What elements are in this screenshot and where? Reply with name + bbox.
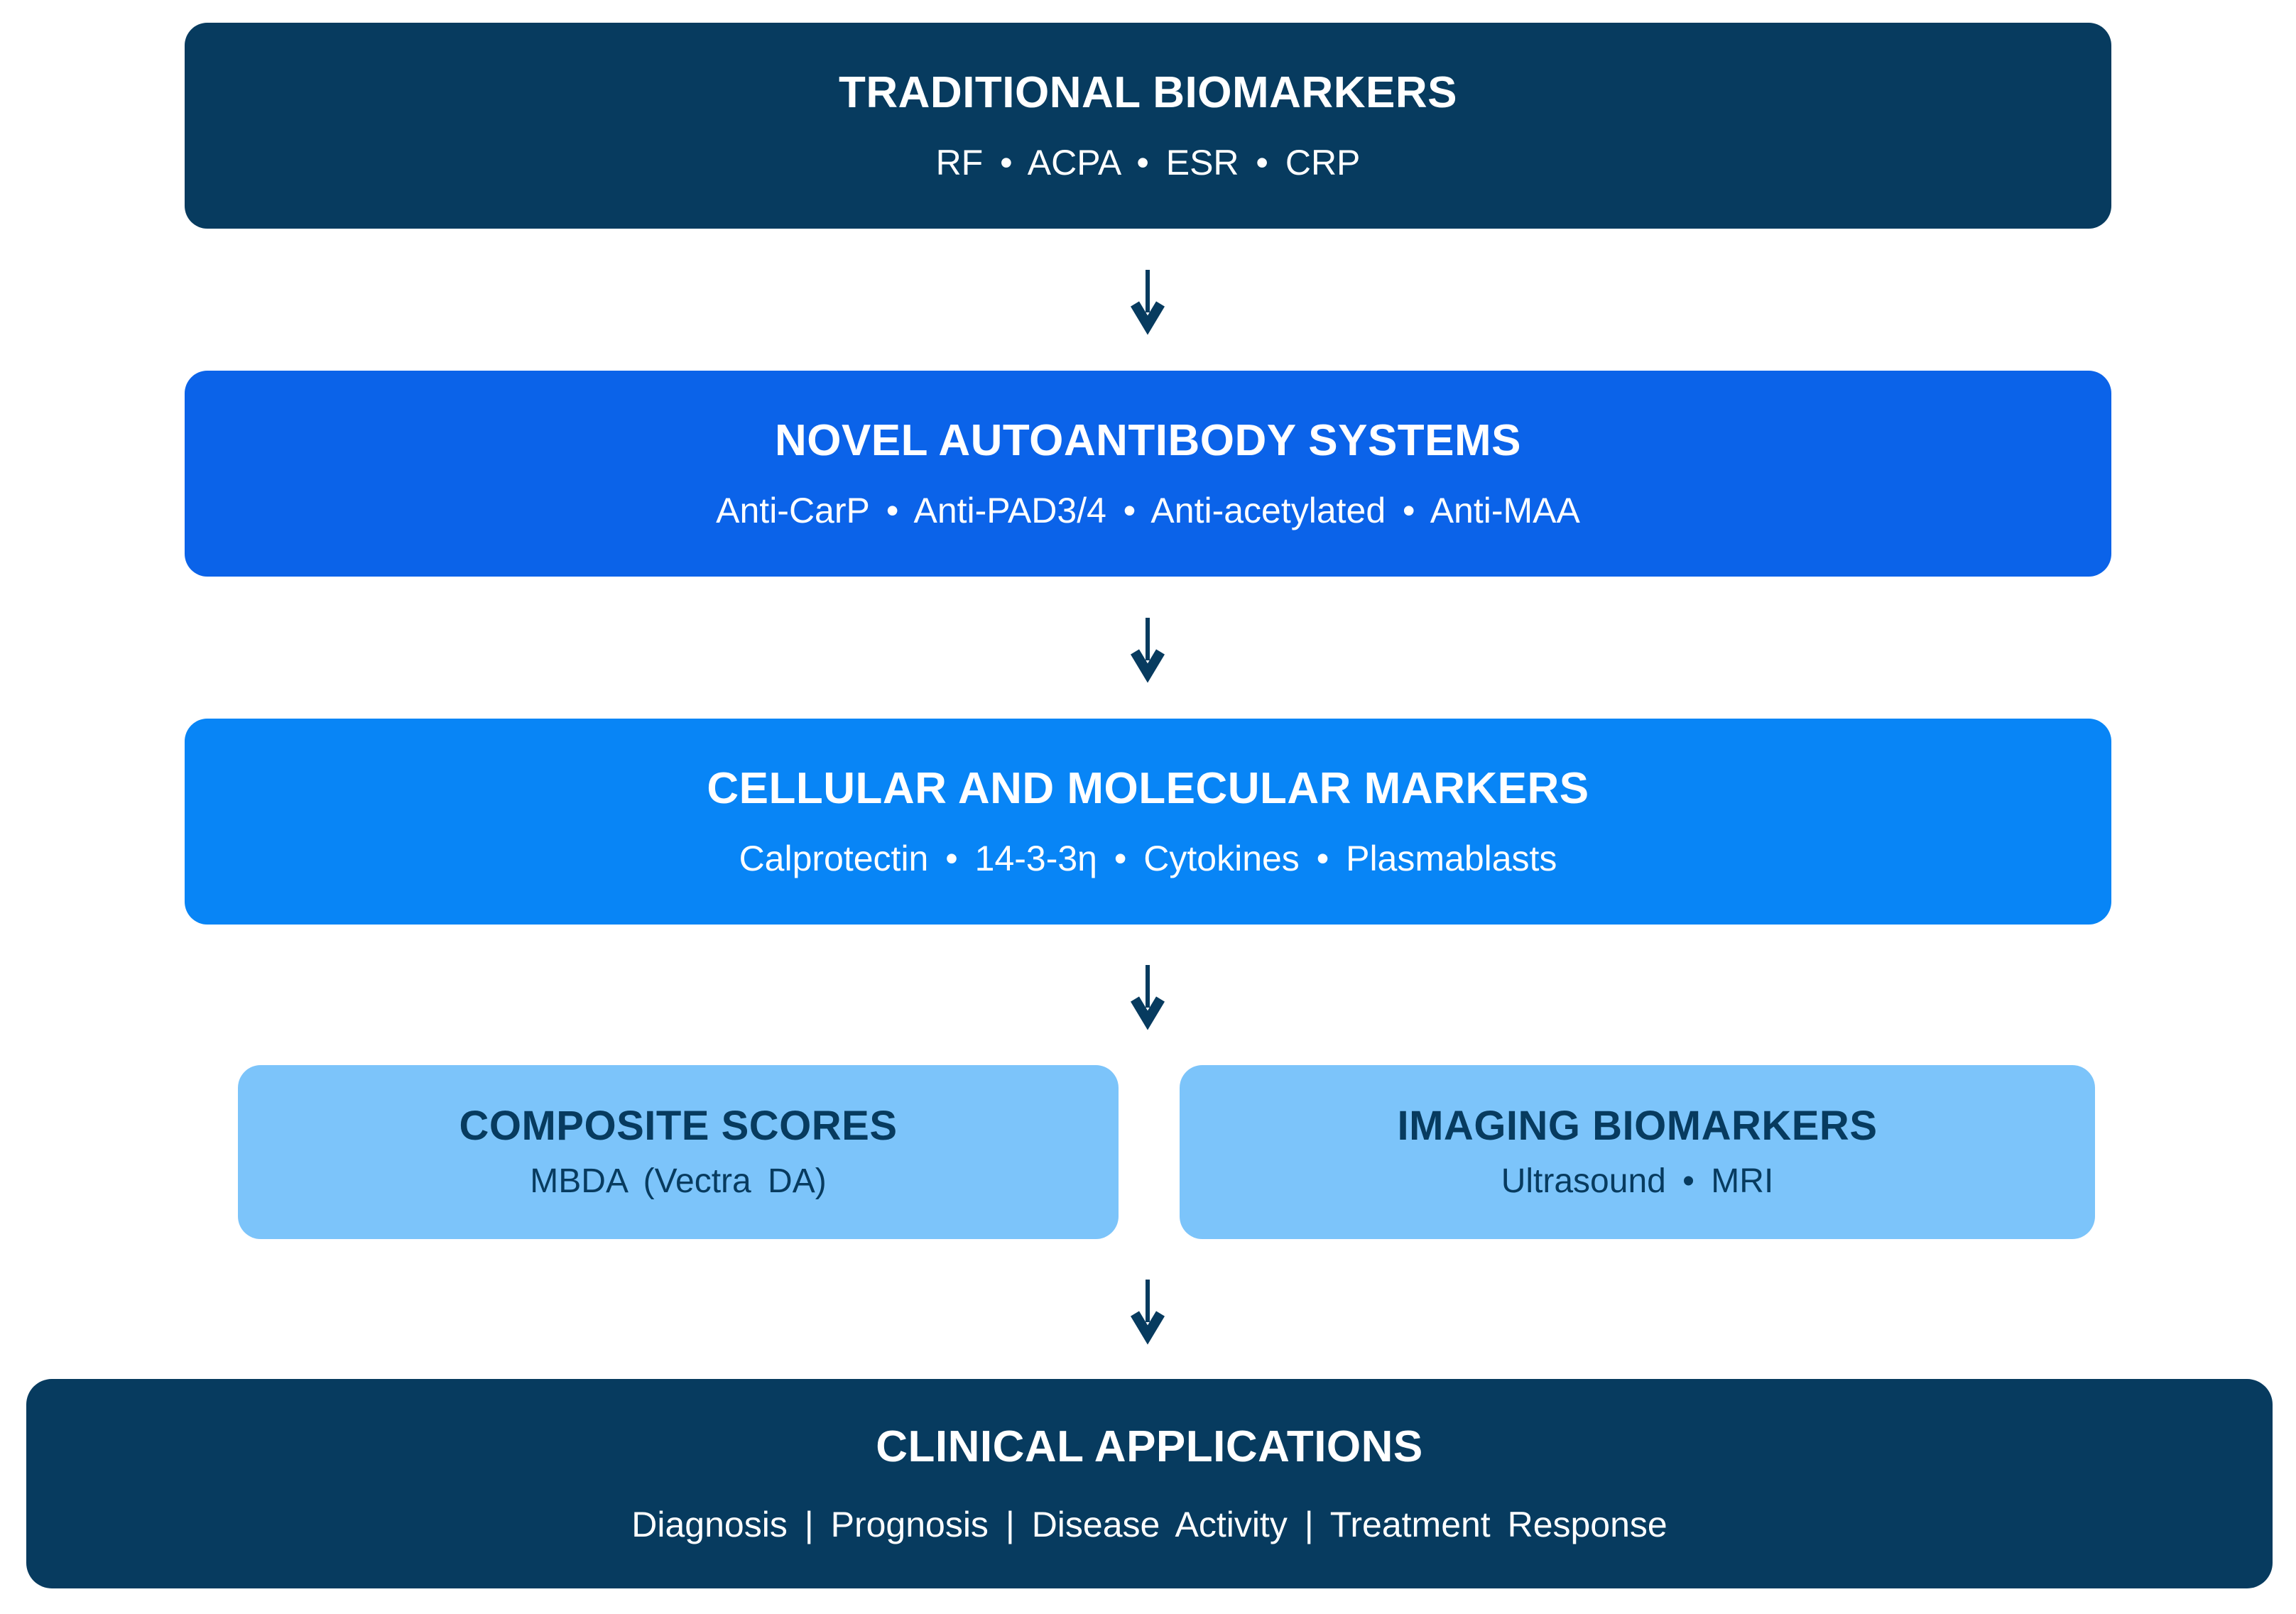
box-subtitle: RF • ACPA • ESR • CRP (935, 142, 1361, 182)
box-subtitle: Calprotectin • 14-3-3η • Cytokines • Pla… (739, 838, 1557, 878)
box-title: IMAGING BIOMARKERS (1397, 1103, 1878, 1150)
flow-box-cellular-molecular-markers: CELLULAR AND MOLECULAR MARKERS Calprotec… (185, 719, 2111, 925)
down-arrow-icon (1130, 270, 1165, 335)
box-title: COMPOSITE SCORES (459, 1103, 898, 1150)
flow-box-imaging-biomarkers: IMAGING BIOMARKERS Ultrasound • MRI (1180, 1065, 2095, 1239)
box-title: CELLULAR AND MOLECULAR MARKERS (707, 764, 1589, 814)
box-subtitle: MBDA (Vectra DA) (530, 1162, 827, 1200)
down-arrow-icon (1130, 965, 1165, 1030)
flow-box-novel-autoantibody-systems: NOVEL AUTOANTIBODY SYSTEMS Anti-CarP • A… (185, 371, 2111, 577)
flow-box-clinical-applications: CLINICAL APPLICATIONS Diagnosis | Progno… (26, 1379, 2273, 1588)
box-subtitle: Ultrasound • MRI (1501, 1162, 1774, 1200)
box-title: NOVEL AUTOANTIBODY SYSTEMS (774, 416, 1522, 466)
box-title: CLINICAL APPLICATIONS (876, 1422, 1423, 1471)
box-title: TRADITIONAL BIOMARKERS (839, 68, 1457, 118)
box-subtitle: Diagnosis | Prognosis | Disease Activity… (631, 1505, 1667, 1545)
down-arrow-icon (1130, 618, 1165, 683)
down-arrow-icon (1130, 1280, 1165, 1345)
box-subtitle: Anti-CarP • Anti-PAD3/4 • Anti-acetylate… (716, 490, 1580, 530)
flow-box-composite-scores: COMPOSITE SCORES MBDA (Vectra DA) (238, 1065, 1119, 1239)
flow-box-traditional-biomarkers: TRADITIONAL BIOMARKERS RF • ACPA • ESR •… (185, 23, 2111, 229)
